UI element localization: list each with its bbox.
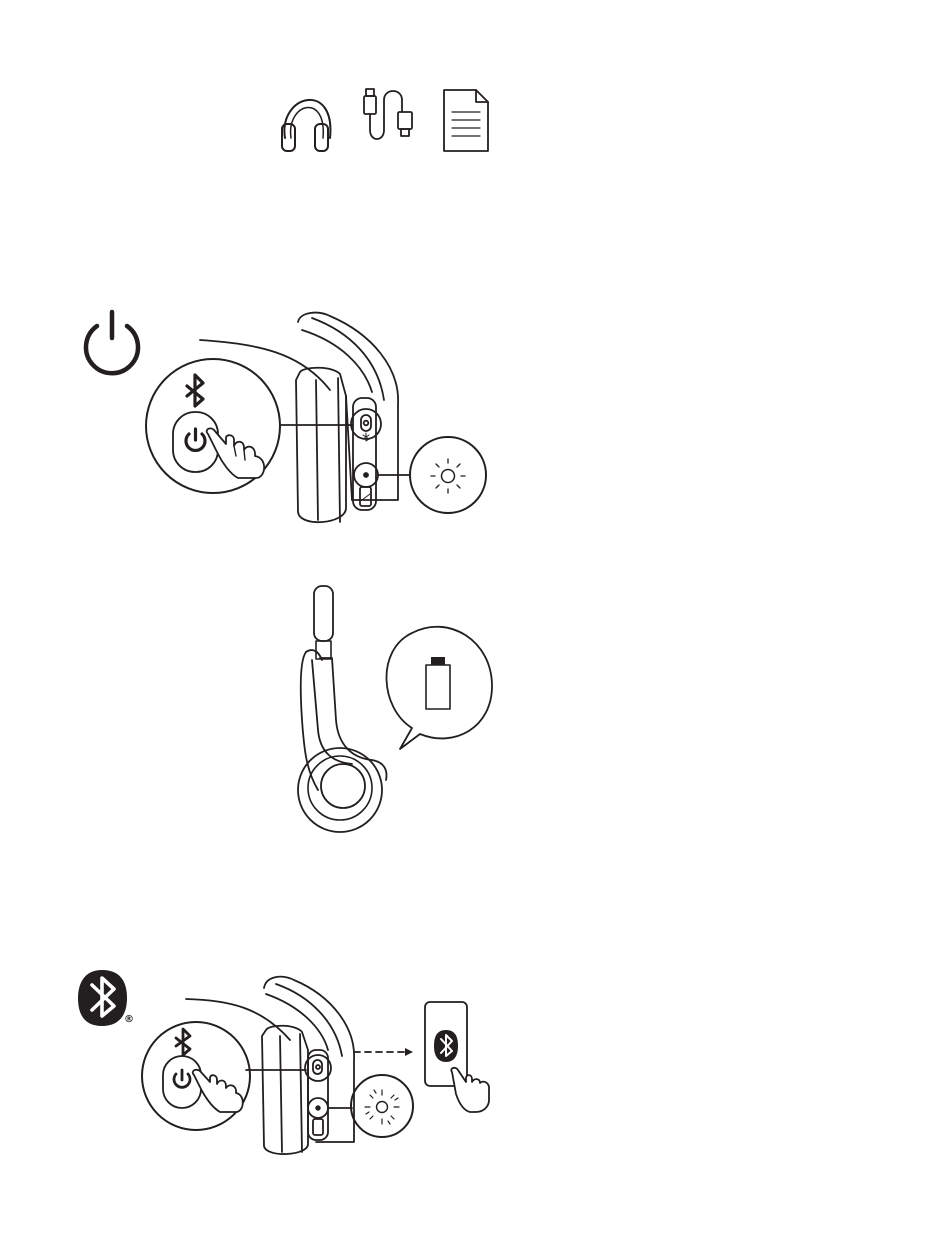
pairing-magnified-button <box>142 1022 250 1130</box>
press-hand-icon <box>207 428 264 478</box>
battery-icon <box>426 657 450 709</box>
led-light-icon <box>410 437 486 513</box>
bluetooth-badge-icon <box>78 970 127 1026</box>
pairing-section <box>78 970 489 1154</box>
magnified-power-button <box>146 359 280 493</box>
pairing-headset-earcup <box>262 977 354 1154</box>
led-blink-icon <box>351 1075 413 1137</box>
headset-earcup <box>296 313 398 523</box>
pairing-arrow <box>354 1048 413 1056</box>
headset-side-icon <box>298 586 386 832</box>
battery-bubble <box>386 627 492 749</box>
power-on-section <box>86 312 486 522</box>
headset-icon <box>282 100 330 151</box>
power-icon <box>86 312 138 373</box>
charge-section <box>298 586 492 832</box>
documentation-icon <box>444 90 488 151</box>
bluetooth-icon <box>187 375 203 406</box>
registered-trademark-symbol: ® <box>124 1014 134 1025</box>
box-contents <box>282 89 488 151</box>
phone-bluetooth-icon <box>425 1002 489 1112</box>
usb-cable-icon <box>364 89 412 139</box>
